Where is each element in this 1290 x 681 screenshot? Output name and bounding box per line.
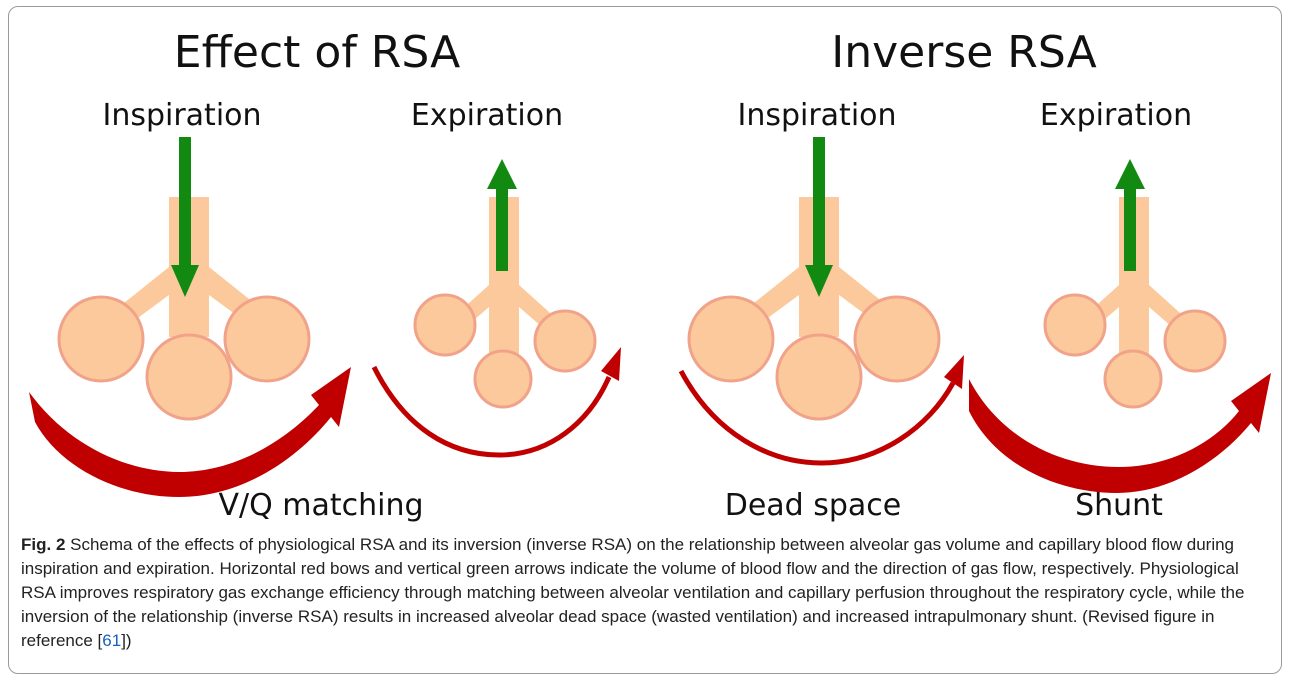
phase-label-inverse-expiration: Expiration xyxy=(1040,98,1192,133)
rsa-schema-diagram: Effect of RSA Inverse RSA Inspiration Ex… xyxy=(9,7,1282,527)
outcome-label-shunt: Shunt xyxy=(1075,488,1163,523)
figure-label: Fig. 2 xyxy=(21,535,65,554)
figure-caption: Fig. 2 Schema of the effects of physiolo… xyxy=(21,533,1277,653)
panel-title-effect-rsa: Effect of RSA xyxy=(174,27,460,78)
phase-label-inverse-inspiration: Inspiration xyxy=(737,98,896,133)
caption-text: Schema of the effects of physiological R… xyxy=(21,535,1244,650)
figure-frame: Effect of RSA Inverse RSA Inspiration Ex… xyxy=(8,6,1282,674)
blood-flow-bow-small-effect-head xyxy=(601,347,621,381)
caption-text-end: ]) xyxy=(121,631,131,650)
phase-label-effect-expiration: Expiration xyxy=(411,98,563,133)
panel-title-inverse-rsa: Inverse RSA xyxy=(831,27,1096,78)
phase-label-effect-inspiration: Inspiration xyxy=(102,98,261,133)
reference-link[interactable]: 61 xyxy=(102,631,121,650)
outcome-label-vq-matching: V/Q matching xyxy=(218,488,423,523)
outcome-label-dead-space: Dead space xyxy=(725,488,902,523)
